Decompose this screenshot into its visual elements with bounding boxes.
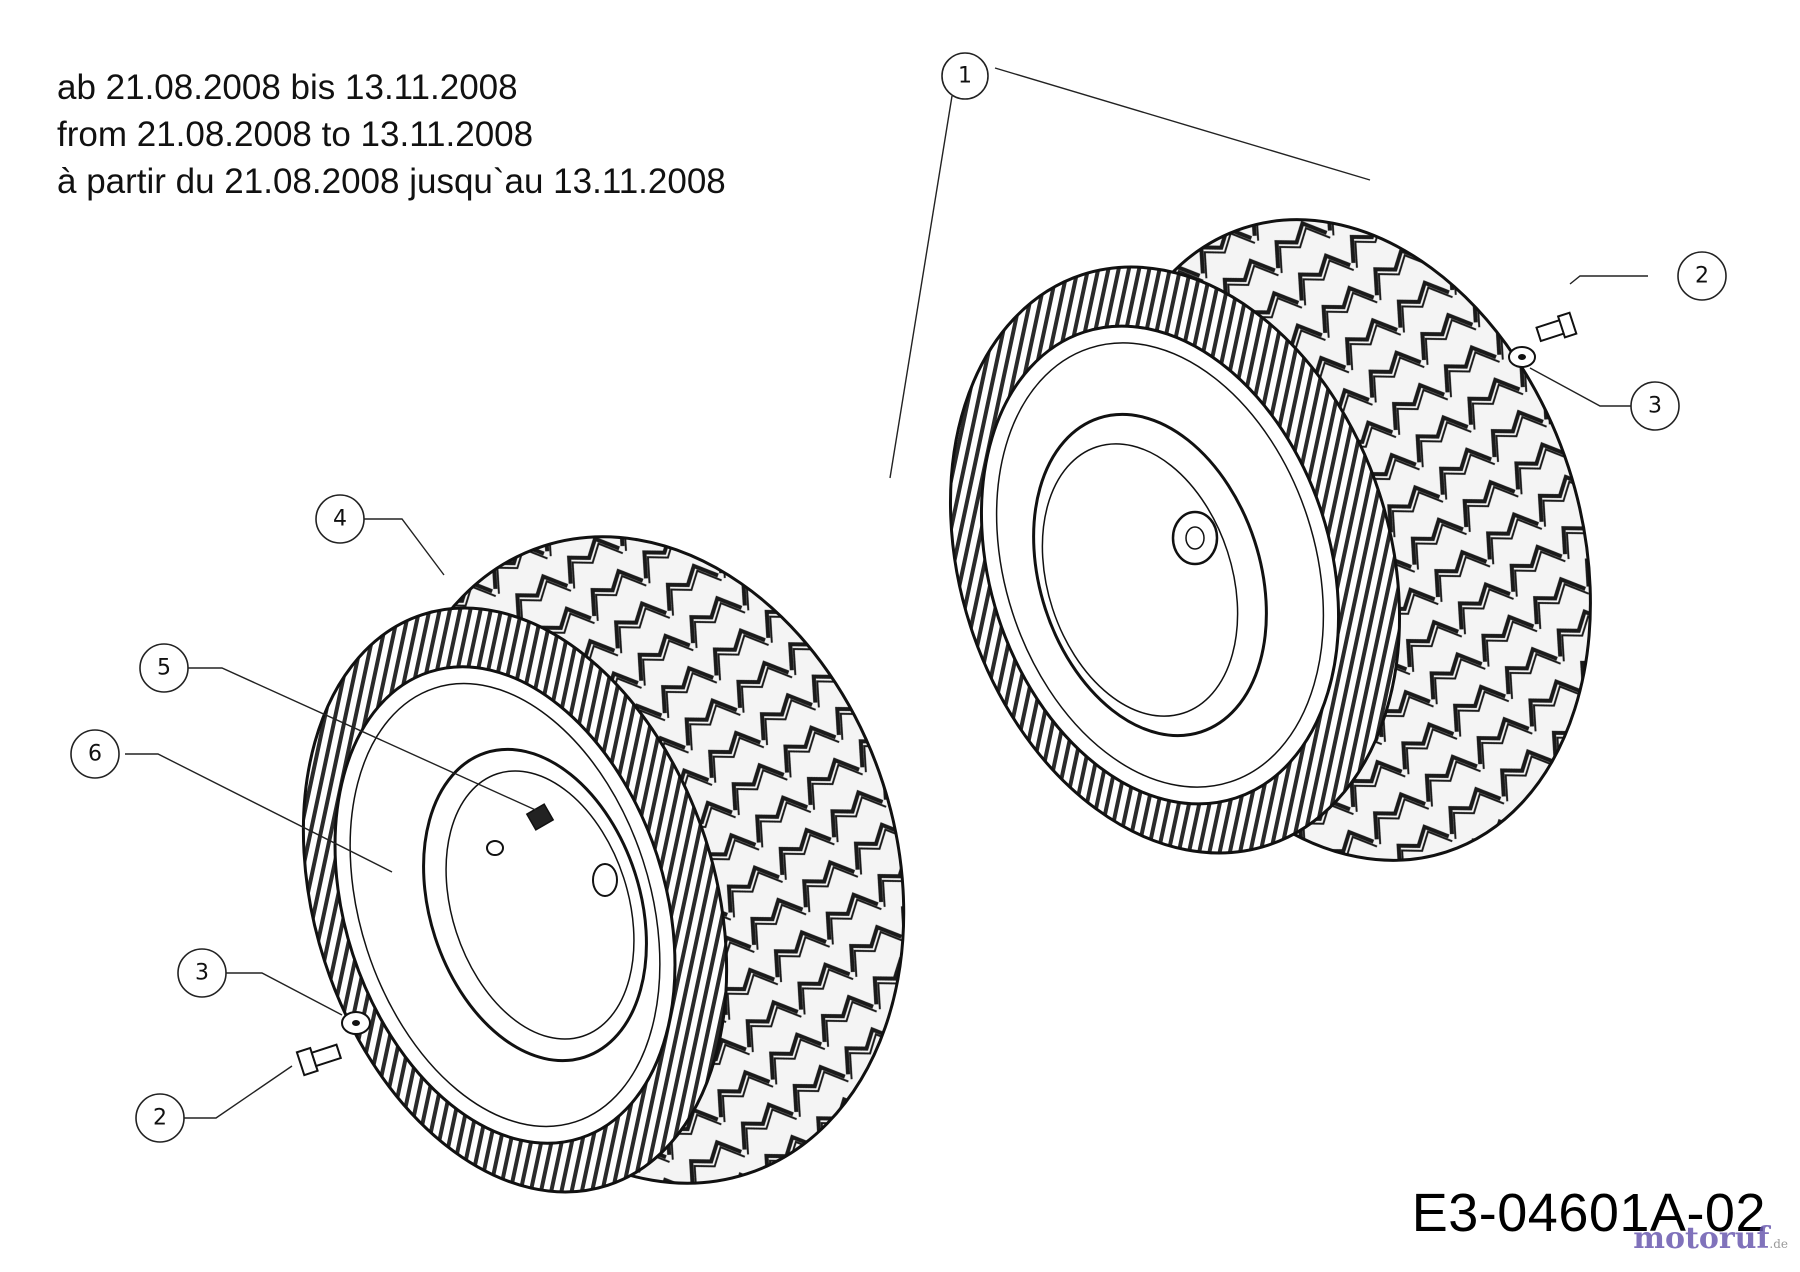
hub-left — [592, 863, 618, 897]
rim-well-left — [445, 770, 635, 1040]
rim-well-right — [1041, 443, 1239, 717]
bolt-left-icon — [295, 1043, 343, 1077]
rim-ring-left — [349, 682, 661, 1128]
callout-3-right: 3 — [1630, 381, 1680, 431]
svg-text:3: 3 — [1648, 394, 1662, 419]
motoruf-watermark-logo: motoruf.de — [1633, 1221, 1788, 1256]
validity-dates: ab 21.08.2008 bis 13.11.2008 from 21.08.… — [57, 64, 726, 205]
callout-2-right: 2 — [1677, 251, 1727, 301]
svg-text:4: 4 — [333, 507, 347, 532]
date-range-german: ab 21.08.2008 bis 13.11.2008 — [57, 68, 518, 107]
wheel-right — [948, 218, 1592, 862]
callout-2-left: 2 — [135, 1093, 185, 1143]
callout-4: 4 — [315, 494, 365, 544]
date-range-french: à partir du 21.08.2008 jusqu`au 13.11.20… — [57, 162, 726, 201]
watermark-tld: .de — [1769, 1237, 1788, 1251]
callout-5: 5 — [139, 643, 189, 693]
leader-lines — [125, 67, 1648, 1119]
svg-text:6: 6 — [88, 742, 102, 767]
valve-hole-left — [486, 840, 504, 856]
svg-text:1: 1 — [958, 64, 972, 89]
callout-6: 6 — [70, 729, 120, 779]
drawing-number: E3-04601A-02 — [1411, 1183, 1766, 1243]
svg-text:2: 2 — [153, 1106, 167, 1131]
bolt-right-icon — [1535, 311, 1578, 343]
callout-1: 1 — [941, 52, 989, 100]
wheel-left — [301, 535, 906, 1194]
washer-left-icon — [341, 1011, 371, 1035]
rim-inner-left — [422, 747, 648, 1063]
svg-text:5: 5 — [157, 656, 171, 681]
rim-inner-right — [1032, 412, 1268, 738]
rim-ring-right — [995, 342, 1325, 788]
watermark-brand: motoruf — [1633, 1221, 1770, 1256]
svg-text:3: 3 — [195, 961, 209, 986]
svg-text:2: 2 — [1695, 264, 1709, 289]
washer-right-icon — [1508, 346, 1536, 368]
callout-3-left: 3 — [177, 948, 227, 998]
date-range-english: from 21.08.2008 to 13.11.2008 — [57, 115, 534, 154]
